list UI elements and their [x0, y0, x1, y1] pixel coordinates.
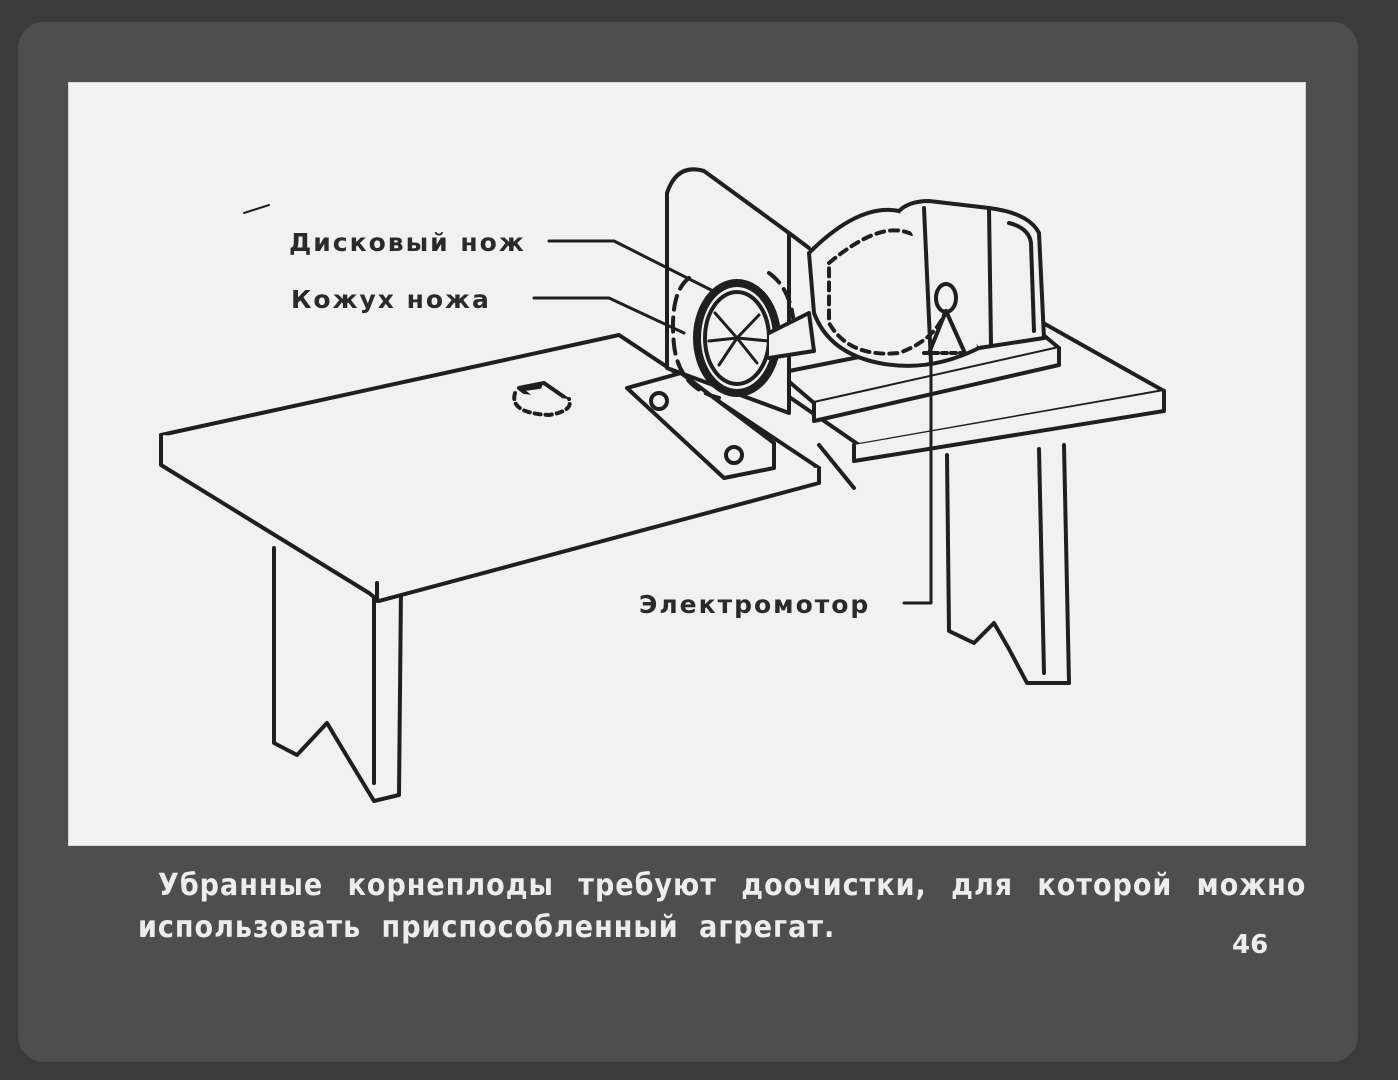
- electric-motor: [807, 199, 1046, 368]
- disc-knife: [671, 271, 816, 400]
- label-knife-casing: Кожух ножа: [291, 285, 491, 314]
- label-electric-motor: Электромотор: [639, 590, 870, 619]
- left-table-legs: [272, 546, 403, 803]
- machine-illustration: Дисковый нож Кожух ножа Электромотор: [159, 167, 1166, 803]
- right-table-leg: [945, 443, 1071, 685]
- mounting-bracket: [625, 371, 776, 480]
- label-leaders: [532, 239, 933, 605]
- caption-line-1: Убранные корнеплоды требуют доочистки, д…: [158, 868, 1307, 903]
- switch-box: [512, 381, 572, 417]
- caption-line-2: использовать приспособленный агрегат.: [138, 910, 836, 945]
- label-disc-knife: Дисковый нож: [289, 228, 526, 257]
- illustration-panel: Дисковый нож Кожух ножа Электромотор: [68, 82, 1306, 846]
- slide-number: 46: [1232, 930, 1269, 960]
